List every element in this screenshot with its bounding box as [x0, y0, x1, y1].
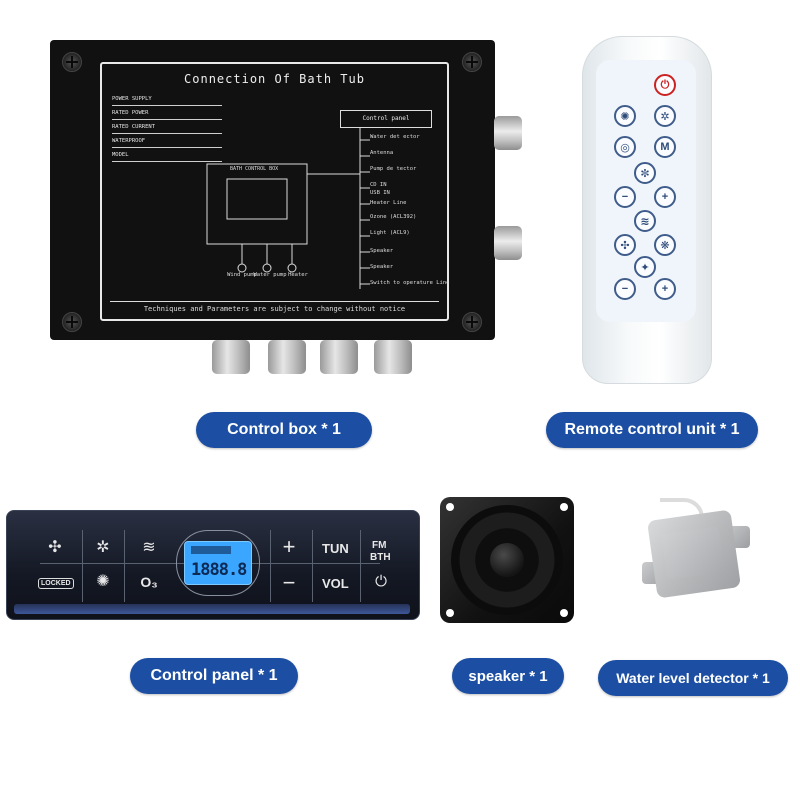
spec-row: POWER SUPPLY [112, 94, 222, 106]
control-box-label: Control box * 1 [196, 412, 372, 448]
minus-icon[interactable]: − [614, 278, 636, 300]
control-panel-edge [14, 604, 410, 614]
wire-label: Wind pump [227, 272, 257, 278]
heat-icon[interactable]: ≋ [634, 210, 656, 232]
m-icon[interactable]: M [654, 136, 676, 158]
wire-label: Water pump [253, 272, 287, 278]
connection-label: Water det ector [370, 134, 420, 140]
ozone-icon[interactable]: ◎ [614, 136, 636, 158]
cable-gland [494, 226, 522, 260]
wire-label: Heater [288, 272, 308, 278]
control-panel-label: Control panel * 1 [130, 658, 298, 694]
screw-icon [62, 52, 82, 72]
fm-button[interactable]: FM [372, 540, 387, 551]
fan-icon[interactable]: ✣ [48, 539, 62, 556]
connection-label: Light (ACL9) [370, 230, 410, 236]
control-panel-box: Control panel [340, 110, 432, 128]
connection-label: Switch to operature Line [370, 280, 450, 286]
fan-icon[interactable]: ✣ [614, 234, 636, 256]
bubble-icon[interactable]: ✲ [654, 105, 676, 127]
connection-label: Heater Line [370, 200, 407, 206]
cable-gland [320, 340, 358, 374]
diagram-title: Connection Of Bath Tub [184, 72, 365, 86]
cable-gland [268, 340, 306, 374]
spec-row: RATED POWER [112, 108, 222, 120]
light-icon[interactable]: ✺ [96, 573, 110, 590]
power-icon[interactable]: ⏻ [375, 572, 387, 590]
speaker-dome [490, 543, 524, 577]
mount-hole [560, 503, 568, 511]
wiring-lines [206, 128, 370, 289]
speaker-label: speaker * 1 [452, 658, 564, 694]
screw-icon [462, 312, 482, 332]
lcd-bezel [176, 530, 260, 596]
connection-label: Speaker [370, 248, 394, 254]
spec-row: MODEL [112, 150, 222, 162]
control-box-housing [50, 40, 495, 340]
power-icon[interactable]: ⏻ [654, 74, 676, 96]
connection-label: CD IN [370, 182, 387, 188]
tun-button[interactable]: TUN [322, 541, 349, 556]
board-label: BATH CONTROL BOX [230, 166, 279, 172]
diagram-footer: Techniques and Parameters are subject to… [110, 301, 439, 313]
heat-icon[interactable]: ≋ [142, 539, 156, 556]
ozone-icon[interactable]: O₃ [140, 574, 158, 590]
panel-divider [312, 530, 313, 602]
mount-hole [446, 609, 454, 617]
cable-gland [212, 340, 250, 374]
remote-face [596, 60, 696, 322]
spray-icon[interactable]: ✦ [634, 256, 656, 278]
massage-icon[interactable]: ✼ [634, 162, 656, 184]
connection-label: Speaker [370, 264, 394, 270]
plus-icon[interactable]: + [654, 278, 676, 300]
bth-button[interactable]: BTH [370, 552, 391, 563]
mount-hole [560, 609, 568, 617]
wiring-diagram-plate: Connection Of Bath Tub POWER SUPPLY RATE… [100, 62, 449, 321]
connection-label: USB IN [370, 190, 390, 196]
cable-gland [494, 116, 522, 150]
sensor-face [661, 526, 725, 580]
cable-gland [374, 340, 412, 374]
sensor-cable [660, 498, 704, 526]
jet-icon[interactable]: ✲ [96, 539, 110, 556]
minus-icon[interactable]: − [282, 570, 296, 595]
lcd-segments [191, 546, 231, 554]
screw-icon [62, 312, 82, 332]
lock-button[interactable]: LOCKED [38, 578, 74, 589]
water-level-label: Water level detector * 1 [598, 660, 788, 696]
light-icon[interactable]: ✺ [614, 105, 636, 127]
spec-row: RATED CURRENT [112, 122, 222, 134]
panel-divider [270, 530, 271, 602]
vol-button[interactable]: VOL [322, 576, 349, 591]
connection-label: Pump de tector [370, 166, 417, 172]
connection-label: Ozone (ACL392) [370, 214, 417, 220]
plus-icon[interactable]: + [654, 186, 676, 208]
plus-icon[interactable]: + [282, 534, 296, 559]
panel-divider [124, 530, 125, 602]
minus-icon[interactable]: − [614, 186, 636, 208]
mount-hole [446, 503, 454, 511]
connection-label: Antenna [370, 150, 394, 156]
panel-divider [82, 530, 83, 602]
remote-label: Remote control unit * 1 [546, 412, 758, 448]
jet-icon[interactable]: ❋ [654, 234, 676, 256]
panel-divider [360, 530, 361, 602]
screw-icon [462, 52, 482, 72]
spec-row: WATERPROOF [112, 136, 222, 148]
